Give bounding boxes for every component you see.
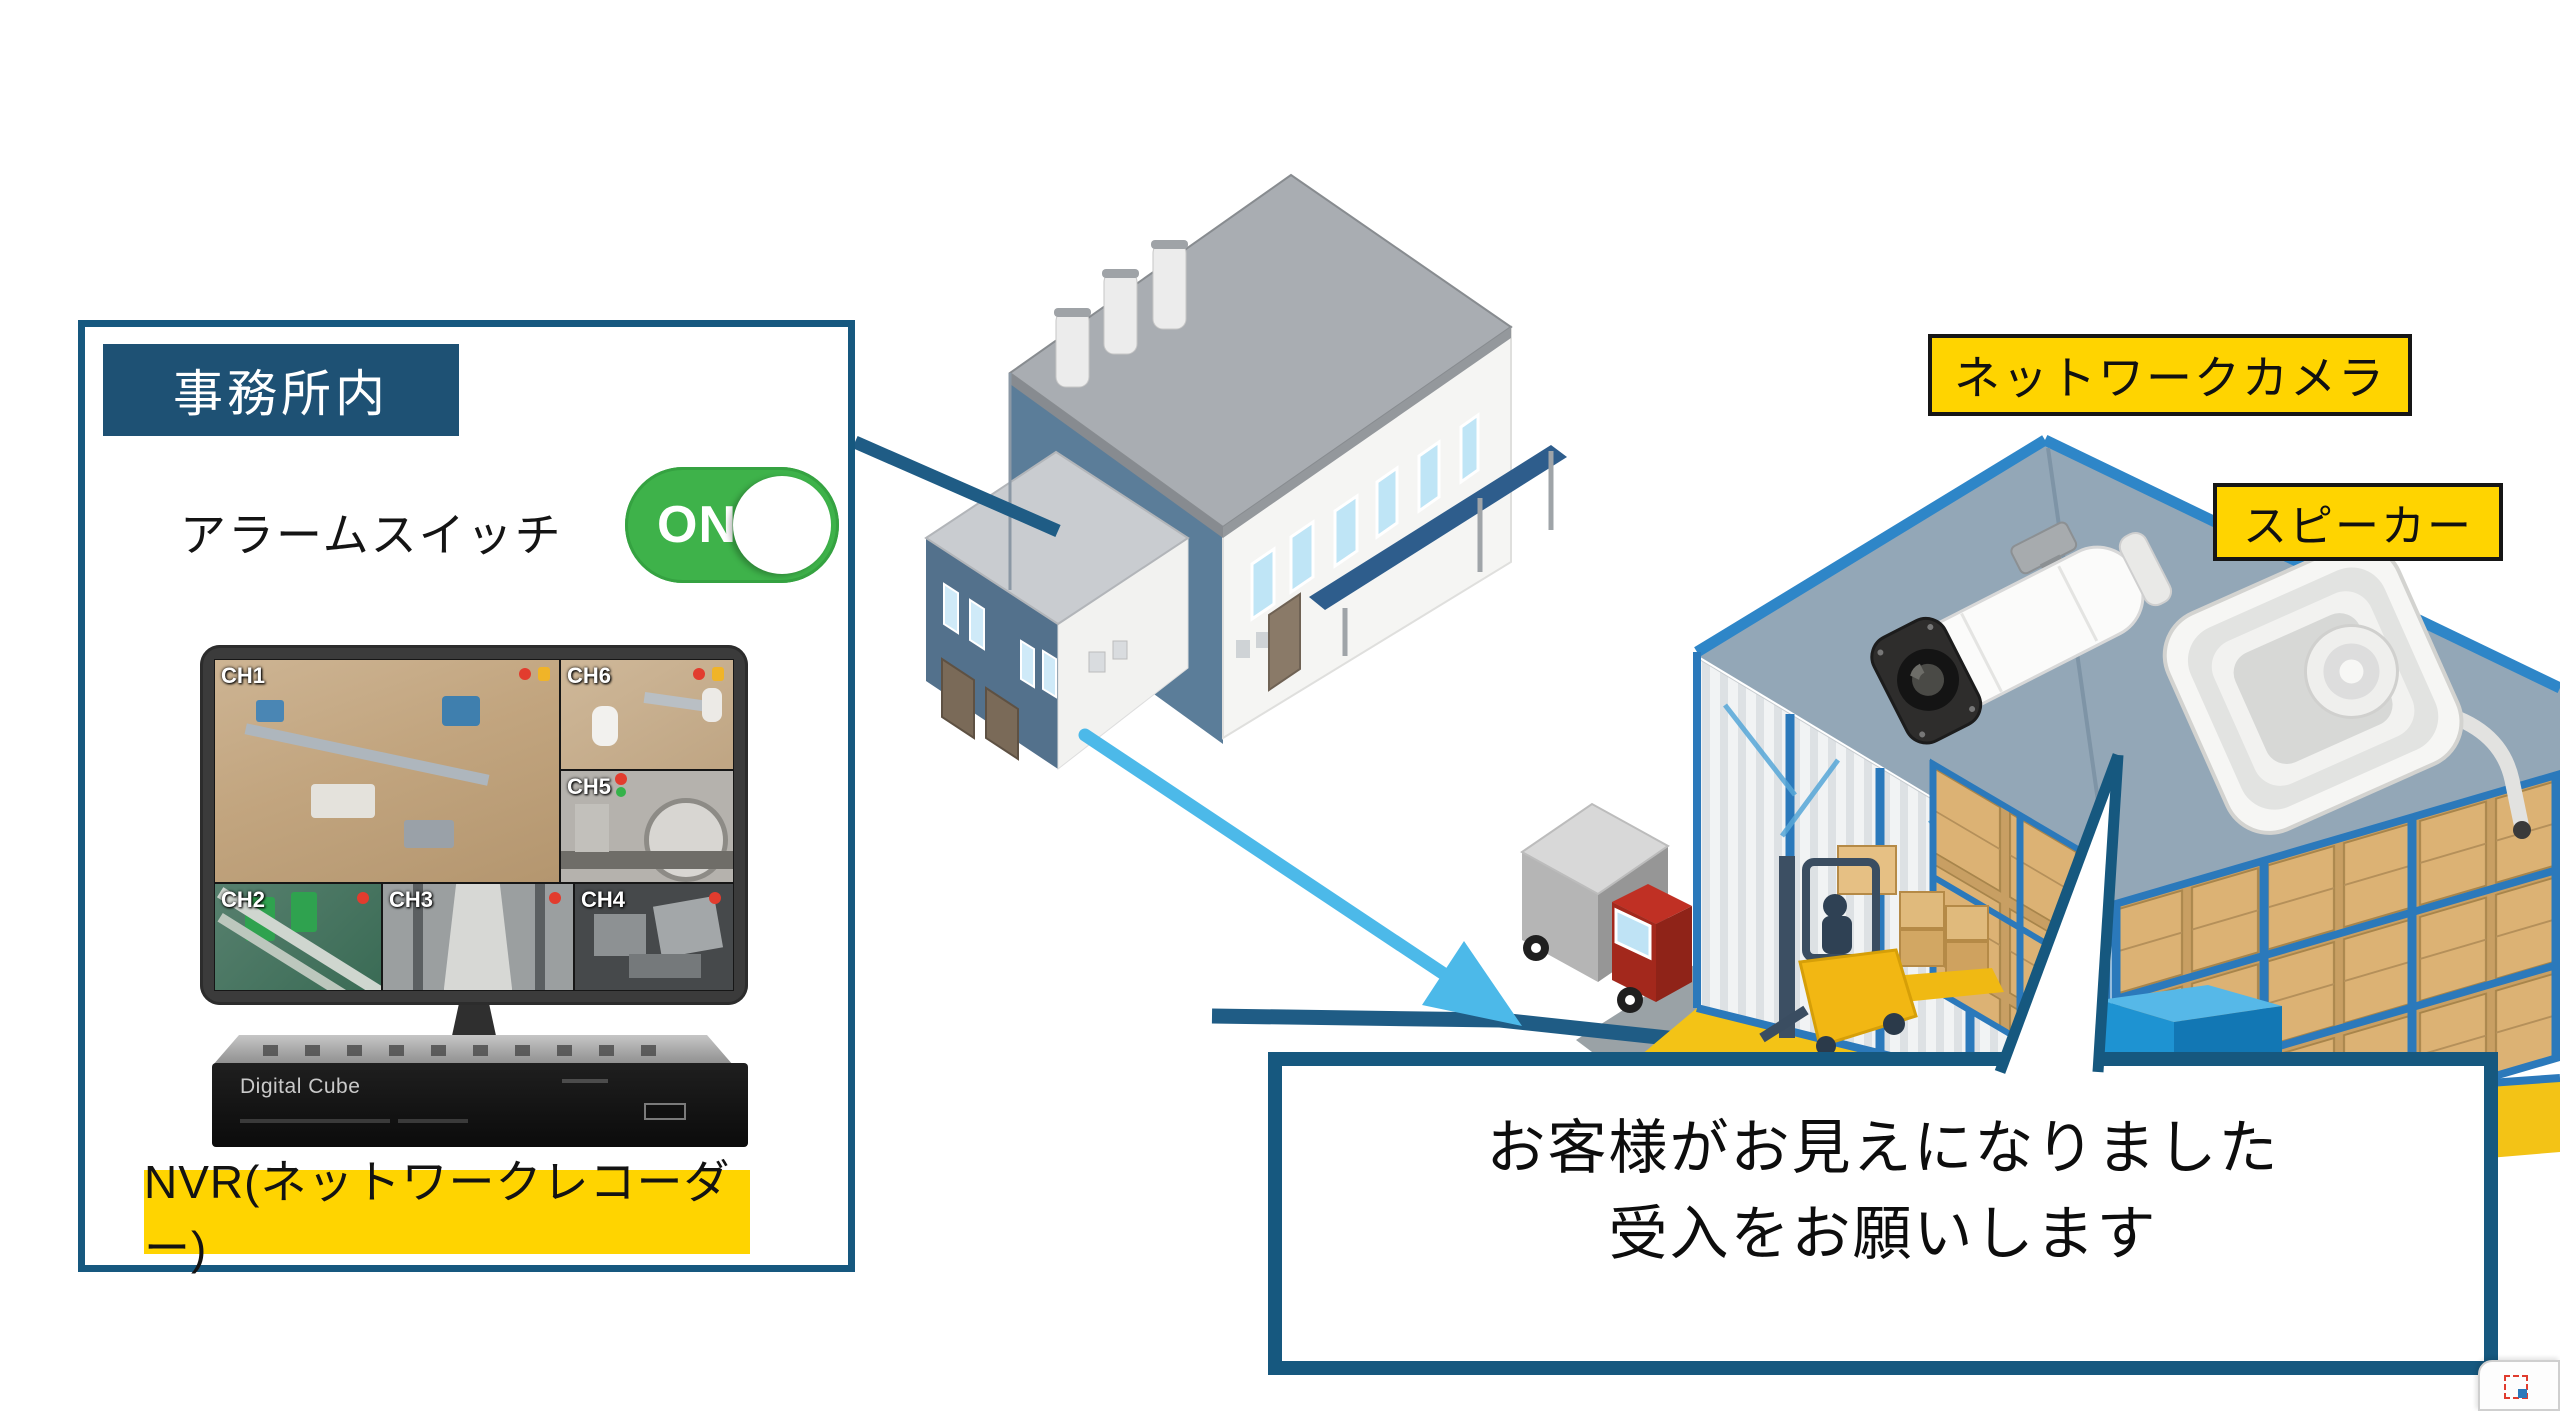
ch2-label: CH2 [221,887,266,912]
factory-door [1268,592,1301,692]
toggle-knob[interactable] [733,476,831,574]
nvr-small-text [240,1119,390,1123]
camera-feed-ch2: CH2 [214,883,382,991]
speaker-tag: スピーカー [2213,483,2503,561]
announcement-line2: 受入をお願いします [1608,1200,2158,1267]
horn-speaker-illustration [2162,542,2531,839]
speaker-tag-text: スピーカー [2243,502,2473,551]
ch3-label: CH3 [389,887,434,912]
cctv-screen: CH1 CH6 CH5 [214,659,734,991]
nvr-recorder: Digital Cube [212,1063,748,1147]
camera-feed-ch3: CH3 [382,883,574,991]
office-header: 事務所内 [103,344,459,436]
ch1-label: CH1 [221,663,266,688]
bubble-tail [1994,753,2124,1074]
nvr-tag: NVR(ネットワークレコーダー) [144,1156,750,1274]
camera-feed-ch1: CH1 [214,659,560,883]
network-camera-tag: ネットワークカメラ [1928,334,2412,416]
announcement-bubble: お客様がお見えになりました 受入をお願いします [1268,1052,2498,1375]
record-dot-icon [615,773,627,785]
nvr-buttons[interactable] [263,1045,683,1056]
network-camera-tag-text: ネットワークカメラ [1954,352,2386,404]
nvr-usb-port [644,1103,686,1120]
alert-icon [538,667,550,681]
announcement-line1: お客様がお見えになりました [1486,1115,2280,1181]
announcement-text: お客様がお見えになりました 受入をお願いします [1282,1106,2484,1277]
factory-meter [1256,632,1268,648]
status-dot-icon [616,787,626,797]
truck-illustration [1520,802,1692,1013]
ch5-label: CH5 [567,774,612,799]
record-dot-icon [519,668,531,680]
nvr-small-text [398,1119,468,1123]
camera-feed-ch4: CH4 [574,883,734,991]
annex-vents [941,657,1019,761]
camera-feed-ch5: CH5 [560,770,734,883]
nvr-brand: Digital Cube [240,1075,361,1098]
record-dot-icon [693,668,705,680]
factory-windows [1250,412,1480,622]
office-factory-connector [852,436,1061,537]
pallet-boxes [1837,845,2004,1002]
nvr-indicator [562,1079,608,1083]
ch6-label: CH6 [567,663,612,688]
factory-meter [1236,640,1250,658]
factory-chimneys [1054,240,1188,388]
selection-icon [2504,1375,2528,1399]
office-panel: 事務所内 アラームスイッチ ON CH1 CH6 [78,320,855,1274]
alert-icon [712,667,724,681]
toggle-on-label: ON [657,496,737,554]
record-dot-icon [709,892,721,904]
annex-windows [943,582,1057,699]
annex-box [1088,651,1106,673]
alarm-toggle-switch[interactable]: ON [625,467,839,583]
forklift-illustration [1759,856,1918,1056]
factory-awning [1309,445,1567,610]
record-dot-icon [549,892,561,904]
office-header-text: 事務所内 [173,366,389,422]
alarm-switch-label: アラームスイッチ [180,509,563,561]
nvr-tag-text: NVR(ネットワークレコーダー) [144,1156,731,1274]
annex-box [1112,640,1128,660]
cctv-monitor: CH1 CH6 CH5 [200,645,748,1005]
network-camera-illustration [1870,521,2173,745]
record-dot-icon [357,892,369,904]
ch4-label: CH4 [581,887,626,912]
screenshot-tool-button[interactable] [2478,1360,2560,1411]
nvr-top-panel [213,1035,733,1065]
camera-feed-ch6: CH6 [560,659,734,770]
alert-arrow [1078,728,1522,1026]
selection-dot-icon [2518,1389,2527,1398]
